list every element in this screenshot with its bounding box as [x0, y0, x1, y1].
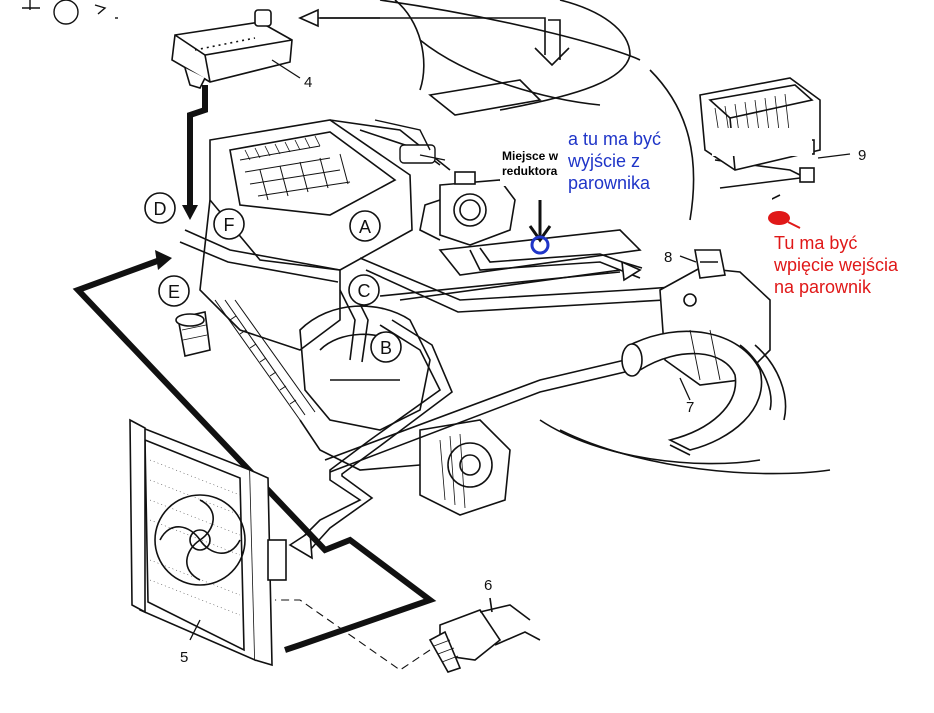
hose-label-d-text: D [154, 199, 167, 219]
hose-label-e: E [158, 275, 190, 307]
hose-letter-labels: D F A E C B [144, 192, 402, 363]
callout-4: 4 [304, 74, 312, 91]
hose-label-f: F [213, 208, 245, 240]
evaporator-inlet-marker [768, 211, 801, 229]
alternator [419, 419, 511, 516]
callout-9: 9 [858, 147, 866, 164]
tank-hose-arrow [182, 205, 198, 220]
reducer-pointer-arrowhead [528, 225, 552, 243]
oil-filter [175, 311, 211, 357]
evaporator-outlet-note: a tu ma być wyjście z parownika [568, 129, 662, 193]
callout-8: 8 [664, 249, 672, 266]
radiator [129, 418, 287, 667]
leader-9 [817, 153, 851, 159]
radiator-loop [72, 257, 437, 653]
hose-label-f-text: F [224, 215, 235, 235]
hose-label-c: C [348, 274, 380, 306]
reducer-label-mask [500, 146, 568, 186]
tank-hose [187, 85, 208, 205]
annotation-mask-right [712, 128, 812, 156]
evaporator-outlet-marker [530, 235, 550, 255]
evaporator-inlet-note: Tu ma być wpięcie wejścia na parownik [774, 233, 899, 297]
callout-7: 7 [686, 399, 694, 416]
hose-label-b-text: B [380, 338, 392, 358]
callout-5: 5 [180, 649, 188, 666]
sensor-wire [275, 599, 431, 671]
expansion-tank [171, 9, 293, 89]
reducer-location-label: Miejsce w reduktora [502, 149, 559, 178]
leader-7 [679, 377, 691, 401]
top-flow-arrow [298, 8, 570, 67]
hose-label-e-text: E [168, 282, 180, 302]
hose-label-b: B [370, 331, 402, 363]
part-callout-numbers: 4 9 8 7 6 5 [180, 74, 866, 666]
hose-label-c-text: C [358, 281, 371, 301]
car-body-outline [300, 0, 831, 475]
engine-accessories [374, 119, 446, 164]
hose-label-a-text: A [359, 217, 371, 237]
leader-5 [189, 619, 201, 641]
callout-6: 6 [484, 577, 492, 594]
radiator-loop-arrow [155, 250, 172, 270]
hose-label-a: A [349, 210, 381, 242]
thermostat-housing [621, 249, 787, 456]
leader-8 [679, 255, 697, 263]
cam-cover-hatching [244, 135, 321, 161]
hose-label-d: D [144, 192, 176, 224]
annotation-mask-right-lower [712, 198, 772, 228]
temperature-switch [428, 597, 541, 673]
timing-belt [214, 299, 316, 421]
radiator-mesh [149, 459, 241, 616]
top-left-fragment [22, 0, 118, 25]
leader-4 [271, 59, 301, 79]
flow-arrows [288, 260, 642, 560]
